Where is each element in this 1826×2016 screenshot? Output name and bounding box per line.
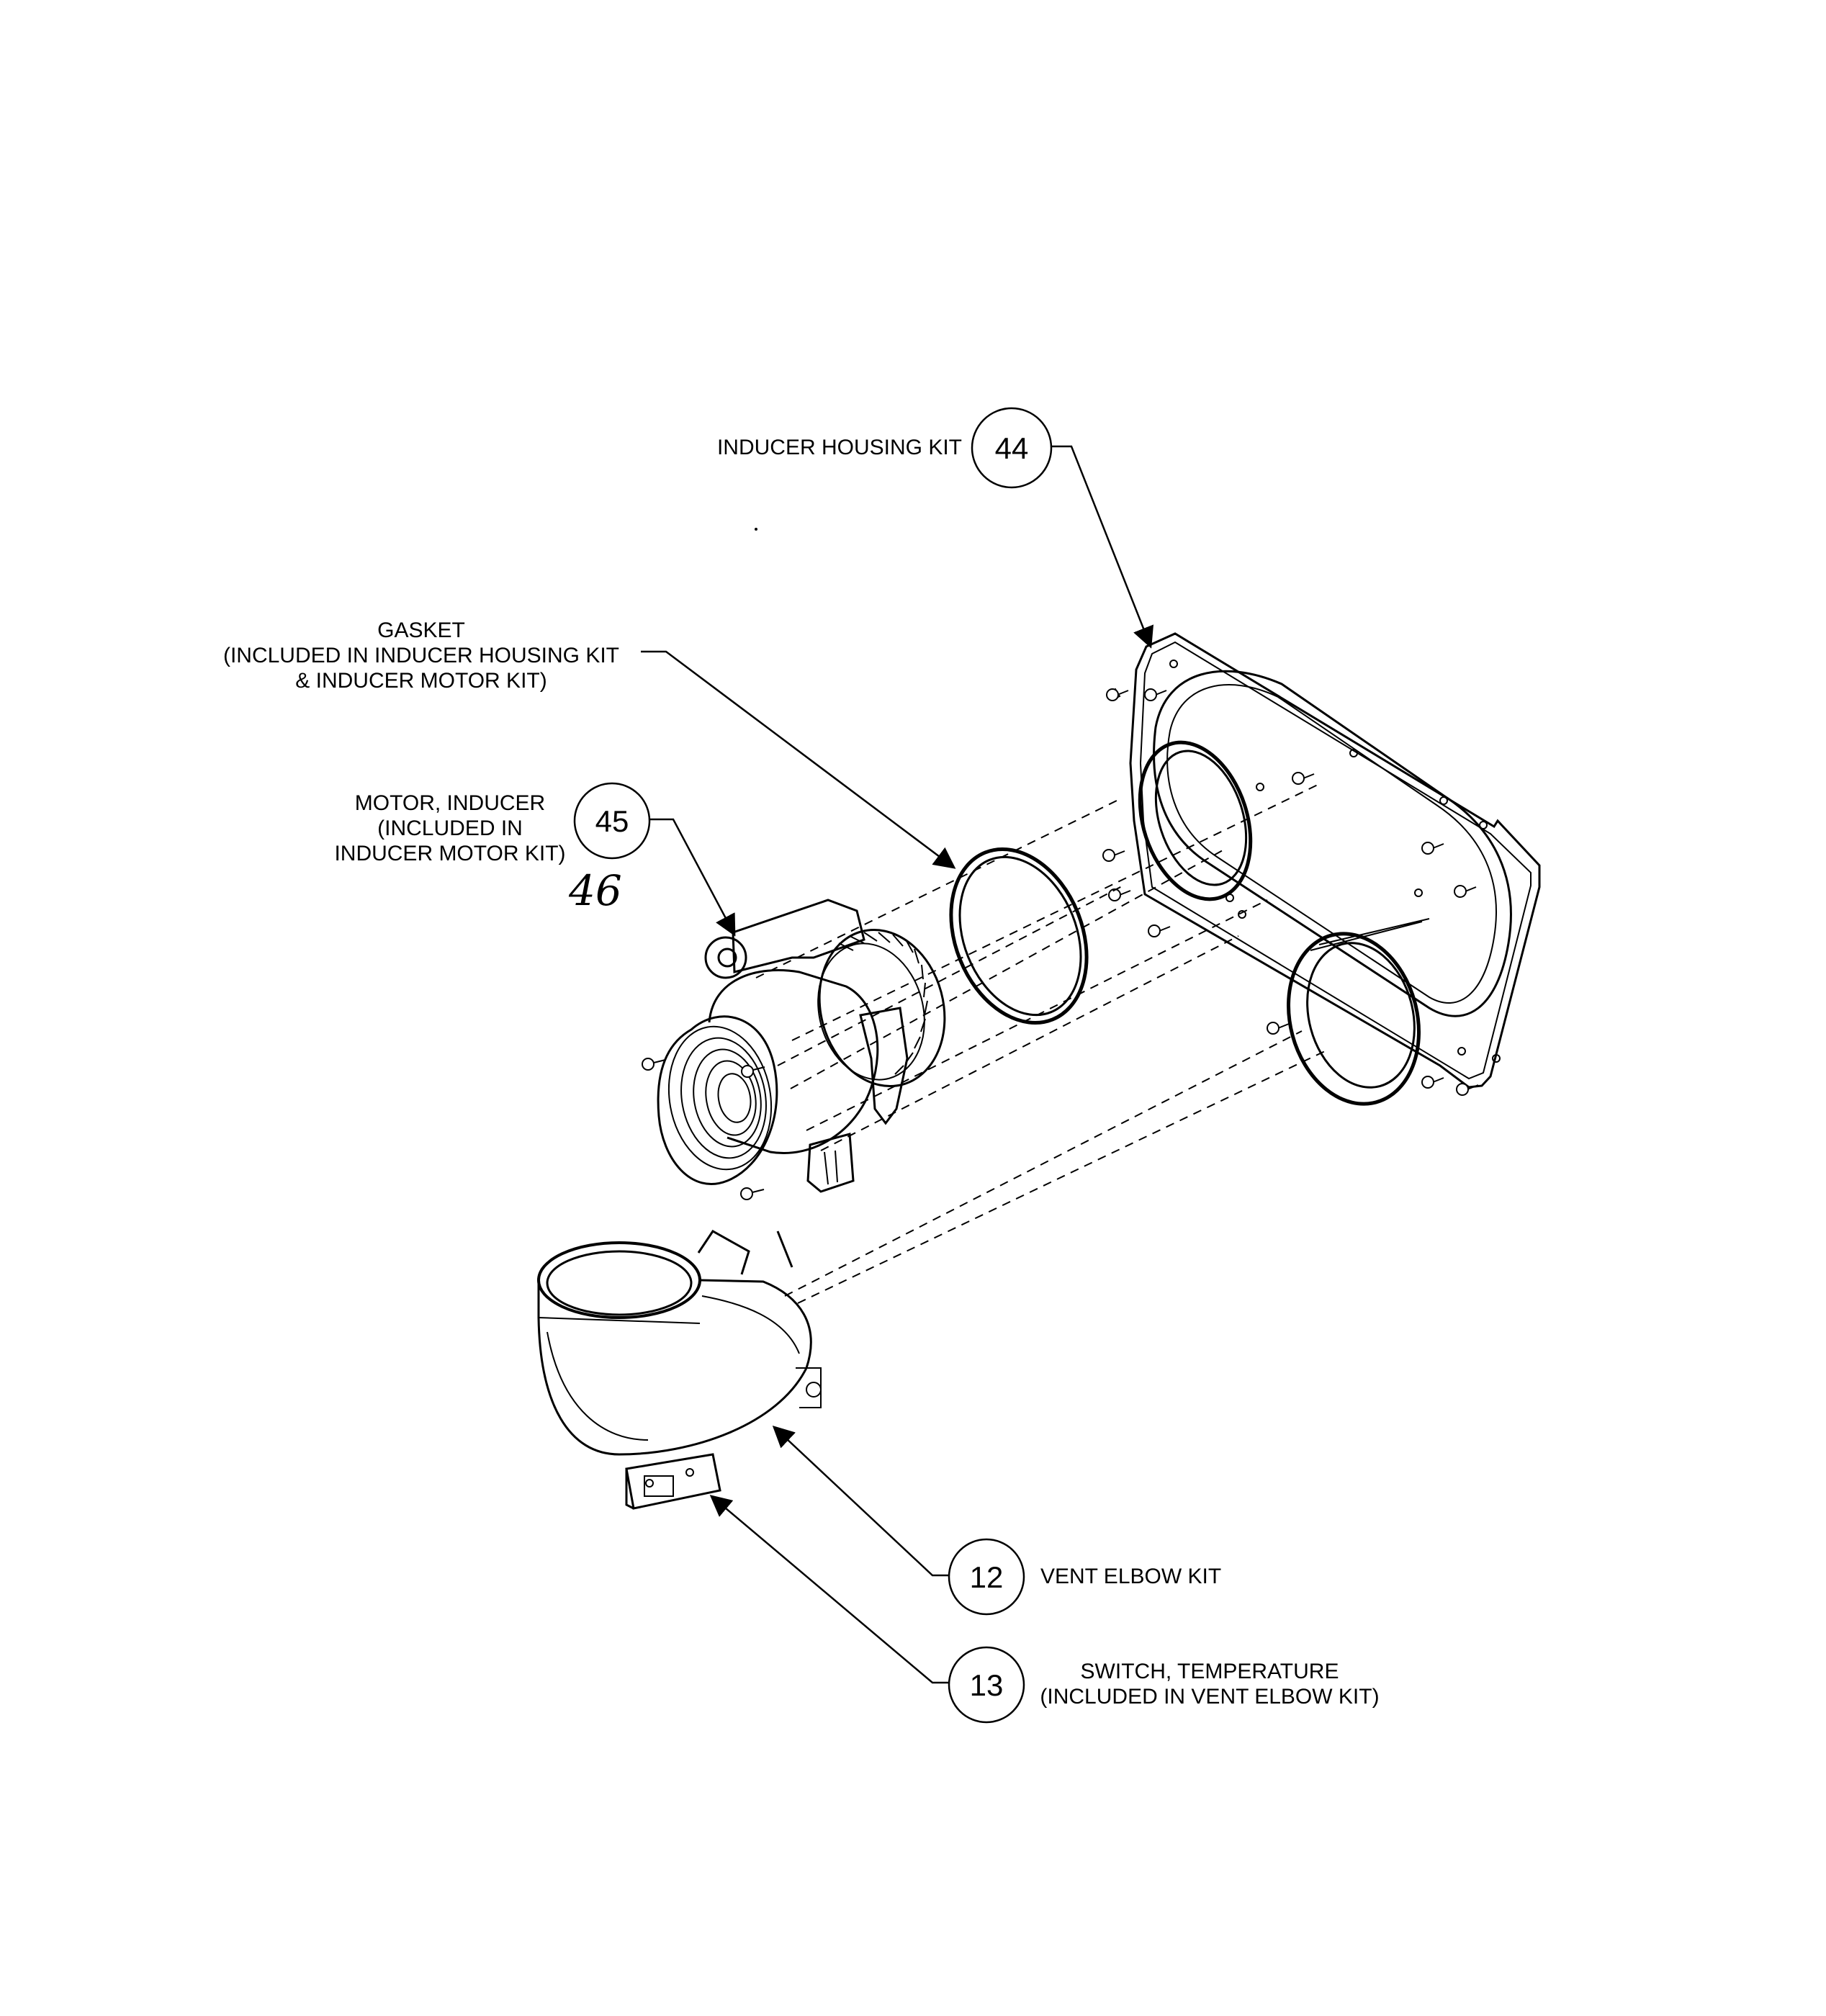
motor-screws <box>642 1058 765 1200</box>
assembly-dashed-lines <box>755 784 1326 1304</box>
label-vent-elbow-kit-text: VENT ELBOW KIT <box>1040 1565 1222 1588</box>
label-switch-temperature: SWITCH, TEMPERATURE (INCLUDED IN VENT EL… <box>1022 1659 1397 1709</box>
inducer-housing-part <box>1129 632 1541 1106</box>
label-motor-line2: (INCLUDED IN <box>377 816 523 840</box>
gasket-part <box>949 847 1089 1025</box>
label-gasket-line1: GASKET <box>377 618 465 642</box>
callout-circle-45 <box>573 782 651 860</box>
callout-number-45: 45 <box>595 804 629 838</box>
callout-circle-12 <box>948 1538 1025 1616</box>
callout-number-13: 13 <box>970 1668 1004 1702</box>
inducer-motor-part <box>657 899 946 1193</box>
handwritten-note: 46 <box>569 866 622 915</box>
housing-screws <box>1102 688 1479 1096</box>
label-switch-line1: SWITCH, TEMPERATURE <box>1080 1660 1339 1683</box>
label-gasket-line2: (INCLUDED IN INDUCER HOUSING KIT <box>222 644 620 667</box>
vent-elbow-part <box>537 1230 822 1456</box>
stray-dot <box>755 528 757 531</box>
label-motor-line3: INDUCER MOTOR KIT) <box>334 842 566 865</box>
leader-lines <box>641 445 1154 1684</box>
callout-number-44: 44 <box>995 431 1029 465</box>
handwritten-note-text: 46 <box>569 866 622 915</box>
callout-circles <box>573 407 1053 1724</box>
callout-number-12: 12 <box>970 1560 1004 1594</box>
callout-numbers: 44 45 12 13 <box>595 431 1029 1702</box>
temperature-switch-part <box>625 1453 721 1510</box>
label-vent-elbow-kit: VENT ELBOW KIT <box>1040 1564 1221 1589</box>
label-switch-line2: (INCLUDED IN VENT ELBOW KIT) <box>1040 1685 1380 1709</box>
label-motor-line1: MOTOR, INDUCER <box>354 791 546 815</box>
label-inducer-housing-kit-text: INDUCER HOUSING KIT <box>716 436 962 459</box>
label-gasket: GASKET (INCLUDED IN INDUCER HOUSING KIT … <box>209 618 634 693</box>
label-gasket-line3: & INDUCER MOTOR KIT) <box>295 669 547 693</box>
callout-circle-13 <box>948 1646 1025 1724</box>
label-inducer-housing-kit: INDUCER HOUSING KIT <box>717 435 962 460</box>
label-motor-inducer: MOTOR, INDUCER (INCLUDED IN INDUCER MOTO… <box>317 791 583 866</box>
callout-circle-44 <box>971 407 1053 489</box>
